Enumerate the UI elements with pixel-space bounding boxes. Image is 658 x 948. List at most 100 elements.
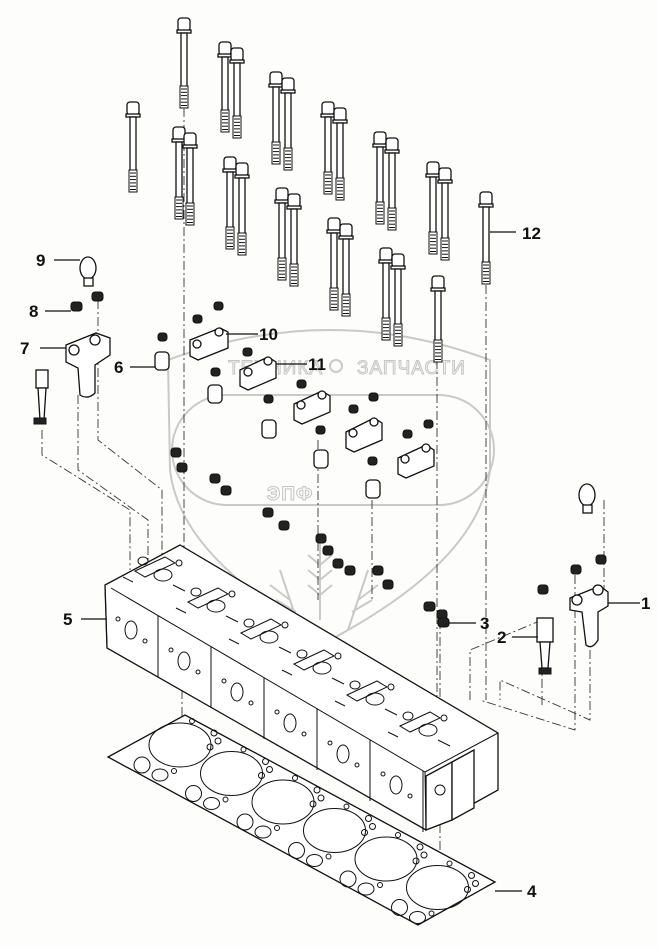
bridge-bracket-11 — [239, 347, 277, 391]
cylinder-head-section — [168, 587, 239, 708]
cylinder-head-section — [327, 680, 398, 801]
watermark-logo-band — [171, 394, 495, 506]
callout-label-1: 1 — [641, 594, 650, 613]
head-bolt — [286, 193, 302, 287]
watermark-logo-letters: ЭПФ — [267, 484, 313, 505]
head-bolt — [338, 223, 354, 317]
callout-label-6: 6 — [114, 358, 123, 377]
gasket-bore — [288, 803, 376, 867]
nut-left-b — [91, 291, 104, 302]
gasket-bore — [185, 746, 273, 810]
cylinder-head-section — [274, 649, 345, 770]
nut — [220, 485, 232, 496]
bridge-bracket-b — [293, 379, 331, 425]
head-bolt — [425, 161, 441, 255]
cylinder-head-sections — [115, 556, 475, 832]
nut — [332, 558, 344, 569]
callout-label-8: 8 — [29, 302, 38, 321]
cylinder-head-section — [221, 618, 292, 739]
callout-9[interactable]: 9 — [36, 251, 80, 270]
callout-10[interactable]: 10 — [226, 325, 278, 344]
nut-left-a — [70, 301, 83, 312]
callout-2[interactable]: 2 — [497, 628, 538, 647]
head-bolt — [171, 126, 187, 220]
gasket-bore — [391, 860, 479, 924]
head-bolt — [274, 187, 290, 281]
nut — [315, 533, 327, 544]
callout-11[interactable]: 11 — [276, 355, 326, 374]
watermark-text-right: ЗАПЧАСТИ — [357, 358, 466, 379]
nut — [344, 565, 356, 576]
gasket-bores — [133, 718, 479, 924]
head-bolt — [332, 107, 348, 201]
wheat-ear-icon — [269, 540, 379, 631]
cylinder-head-gasket — [106, 714, 497, 926]
nut — [372, 565, 384, 576]
bridge-bracket-c — [345, 392, 383, 453]
head-bolt — [176, 17, 192, 109]
head-bolt — [222, 156, 238, 250]
rocker-support-bracket-left — [65, 332, 111, 398]
cylinder-head-section — [380, 711, 451, 832]
gear-icon — [329, 359, 343, 373]
nut — [176, 462, 188, 473]
watermark-shield-outline — [166, 329, 491, 642]
head-bolt — [125, 101, 141, 193]
callout-5[interactable]: 5 — [63, 610, 107, 629]
callout-4[interactable]: 4 — [495, 882, 537, 901]
head-bolt — [320, 101, 336, 195]
head-bolt — [234, 162, 250, 256]
callout-label-7: 7 — [20, 339, 29, 358]
callout-label-4: 4 — [527, 882, 537, 901]
nut — [170, 447, 182, 458]
nut — [382, 579, 394, 590]
bridge-bracket-d — [397, 419, 435, 479]
gasket-bore — [236, 775, 325, 839]
callout-3[interactable]: 3 — [448, 614, 489, 633]
bridge-bracket-10a — [189, 301, 229, 361]
head-bolt — [217, 41, 233, 133]
head-bolt — [372, 131, 388, 225]
lifting-eye-bolt-right — [578, 483, 596, 514]
callout-label-10: 10 — [259, 325, 278, 344]
head-bolt — [478, 191, 494, 285]
callout-12[interactable]: 12 — [490, 224, 541, 243]
callout-label-3: 3 — [480, 614, 489, 633]
nut — [209, 473, 221, 484]
rocker-support-bracket-right — [569, 554, 609, 648]
gasket-bore — [339, 832, 428, 896]
gasket-bore — [133, 718, 222, 782]
cylinder-head — [104, 544, 499, 832]
spacer-sleeves-row — [207, 367, 381, 499]
callout-6[interactable]: 6 — [114, 358, 155, 377]
callout-label-5: 5 — [63, 610, 72, 629]
head-bolt — [268, 71, 284, 165]
callout-label-11: 11 — [308, 355, 326, 374]
head-bolt — [326, 217, 342, 311]
callout-7[interactable]: 7 — [20, 339, 66, 358]
head-bolt — [280, 77, 296, 171]
nut — [322, 545, 334, 556]
nut — [262, 507, 274, 518]
head-bolt — [384, 137, 400, 231]
callout-1[interactable]: 1 — [608, 594, 650, 613]
callout-label-9: 9 — [36, 251, 45, 270]
cylinder-head-section — [115, 556, 186, 677]
callout-label-2: 2 — [497, 628, 506, 647]
head-bolt — [229, 47, 245, 139]
spacer-sleeve — [154, 332, 170, 371]
head-bolt — [182, 132, 198, 226]
nut — [278, 520, 290, 531]
support-bracket-left — [33, 369, 49, 425]
head-bolt — [378, 247, 394, 341]
callout-label-12: 12 — [522, 224, 541, 243]
callout-8[interactable]: 8 — [29, 302, 71, 321]
support-bracket-right — [536, 584, 554, 675]
head-bolt — [437, 167, 453, 261]
lifting-eye-bolt-left — [79, 256, 97, 287]
loose-nuts — [170, 447, 448, 620]
head-bolt — [430, 275, 446, 363]
cylinder-head-bolts — [125, 17, 494, 363]
head-bolt — [390, 253, 406, 347]
